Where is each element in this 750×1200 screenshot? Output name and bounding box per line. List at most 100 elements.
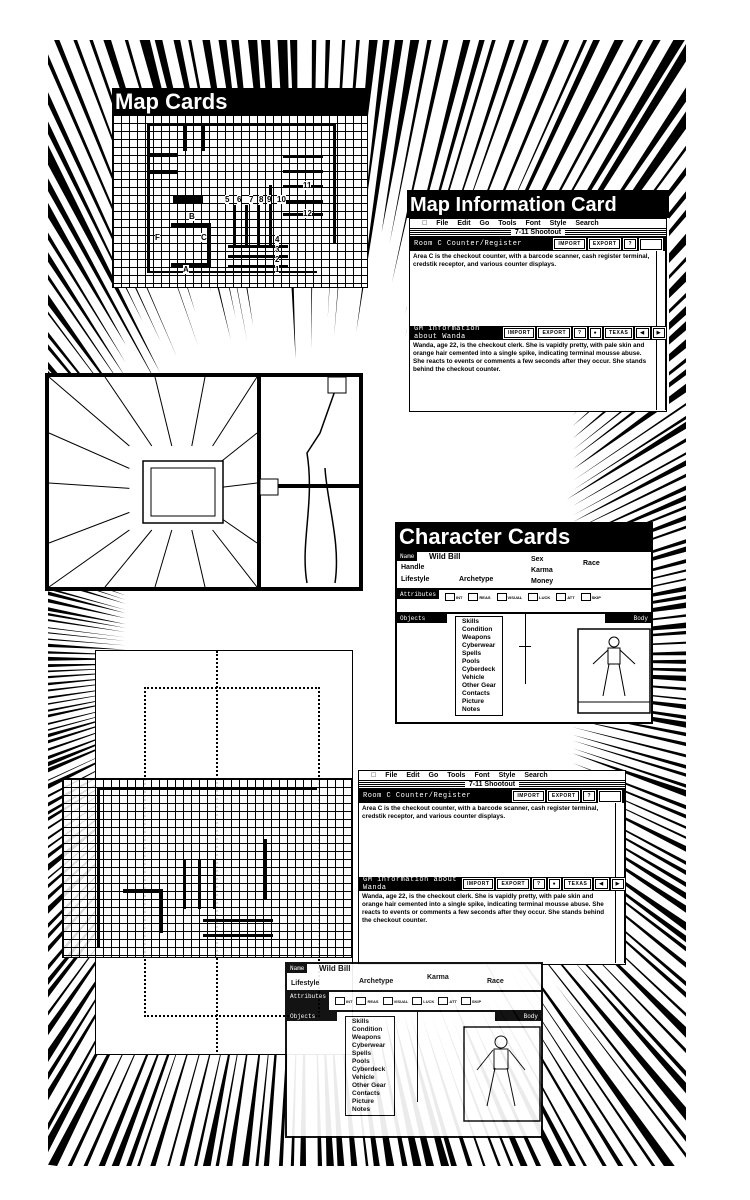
object-item[interactable]: Notes <box>462 706 481 713</box>
map-cards-panel: Map Cards A B C F 1 2 3 4 5 6 7 <box>112 88 368 288</box>
object-item[interactable]: Other Gear <box>352 1082 386 1089</box>
speed-line <box>572 485 686 540</box>
menu-go[interactable]: Go <box>474 220 490 227</box>
scrollbar[interactable] <box>615 803 624 877</box>
menu-style[interactable]: Style <box>493 772 516 779</box>
menu-search[interactable]: Search <box>570 220 598 227</box>
help-button[interactable]: ? <box>573 327 587 339</box>
body-diagram[interactable] <box>577 628 651 714</box>
object-item[interactable]: Cyberdeck <box>462 666 496 673</box>
object-item[interactable]: Condition <box>352 1026 383 1033</box>
menu-font[interactable]: Font <box>469 772 489 779</box>
object-item[interactable]: Spells <box>352 1050 372 1057</box>
object-item[interactable]: Vehicle <box>352 1074 375 1081</box>
speaker-icon[interactable]: ● <box>547 878 562 890</box>
attribute-checkbox[interactable]: REAS <box>356 992 379 1010</box>
gm-info-field[interactable]: Wanda, age 22, is the checkout clerk. Sh… <box>410 340 666 410</box>
object-item[interactable]: Other Gear <box>462 682 496 689</box>
menu-go[interactable]: Go <box>423 772 439 779</box>
body-diagram[interactable] <box>463 1026 541 1122</box>
attribute-checkbox[interactable]: VISUAL <box>382 992 408 1010</box>
overlay-floor-plan-map[interactable] <box>62 778 352 958</box>
object-item[interactable]: Cyberdeck <box>352 1066 386 1073</box>
name-value[interactable]: Wild Bill <box>319 964 351 973</box>
export-button[interactable]: EXPORT <box>496 878 531 890</box>
export-button[interactable]: EXPORT <box>587 238 622 250</box>
object-item[interactable]: Pools <box>462 658 480 665</box>
window-title-bar[interactable]: 7-11 Shootout <box>359 780 625 789</box>
menu-search[interactable]: Search <box>519 772 547 779</box>
attribute-checkbox[interactable]: SKIP <box>460 992 481 1010</box>
gm-info-field[interactable]: Wanda, age 22, is the checkout clerk. Sh… <box>359 891 625 963</box>
object-item[interactable]: Cyberwear <box>462 642 496 649</box>
prev-card-button[interactable]: ◀ <box>635 327 650 339</box>
attribute-checkbox[interactable]: ATT <box>438 992 457 1010</box>
speed-line <box>362 40 390 229</box>
object-item[interactable]: Picture <box>352 1098 375 1105</box>
menu-font[interactable]: Font <box>520 220 540 227</box>
apple-menu-icon[interactable]:  <box>422 220 427 227</box>
object-item[interactable]: Vehicle <box>462 674 485 681</box>
attribute-checkbox[interactable]: INT <box>445 593 462 601</box>
object-item[interactable]: Weapons <box>352 1034 381 1041</box>
room-description-field[interactable]: Area C is the checkout counter, with a b… <box>410 251 666 326</box>
menu-tools[interactable]: Tools <box>442 772 465 779</box>
texas-button[interactable]: TEXAS <box>563 878 593 890</box>
attribute-checkbox[interactable]: SKIP <box>580 593 601 601</box>
menu-file[interactable]: File <box>431 220 448 227</box>
archetype-label: Archetype <box>459 576 494 583</box>
dice-icon[interactable] <box>598 789 622 803</box>
speed-line <box>572 846 686 931</box>
attribute-checkbox[interactable]: LUCK <box>412 992 434 1010</box>
menu-style[interactable]: Style <box>544 220 567 227</box>
help-button[interactable]: ? <box>582 790 596 802</box>
object-item[interactable]: Contacts <box>462 690 490 697</box>
export-button[interactable]: EXPORT <box>546 790 581 802</box>
object-item[interactable]: Contacts <box>352 1090 380 1097</box>
object-item[interactable]: Spells <box>462 650 482 657</box>
next-card-button[interactable]: ▶ <box>610 878 626 890</box>
slider-track[interactable] <box>525 614 526 684</box>
next-card-button[interactable]: ▶ <box>651 327 667 339</box>
slider-handle[interactable] <box>519 646 531 647</box>
attribute-checkbox[interactable]: LUCK <box>528 593 550 601</box>
import-button[interactable]: IMPORT <box>502 327 536 339</box>
window-title-bar[interactable]: 7-11 Shootout <box>410 228 666 237</box>
menu-bar:  File Edit Go Tools Font Style Search <box>410 219 666 228</box>
menu-edit[interactable]: Edit <box>452 220 470 227</box>
menu-edit[interactable]: Edit <box>401 772 419 779</box>
help-button[interactable]: ? <box>623 238 637 250</box>
attribute-checkbox[interactable]: INT <box>335 992 352 1010</box>
speed-line <box>48 643 126 650</box>
object-item[interactable]: Condition <box>462 626 493 633</box>
object-item[interactable]: Cyberwear <box>352 1042 386 1049</box>
object-item[interactable]: Weapons <box>462 634 491 641</box>
object-item[interactable]: Pools <box>352 1058 370 1065</box>
attribute-checkbox[interactable]: VISUAL <box>496 593 522 601</box>
object-item[interactable]: Notes <box>352 1106 371 1113</box>
object-item[interactable]: Skills <box>462 618 479 625</box>
import-button[interactable]: IMPORT <box>461 878 495 890</box>
apple-menu-icon[interactable]:  <box>371 772 376 779</box>
attribute-checkbox[interactable]: REAS <box>468 593 491 601</box>
dice-icon[interactable] <box>639 237 663 251</box>
room-description-field[interactable]: Area C is the checkout counter, with a b… <box>359 803 625 877</box>
export-button[interactable]: EXPORT <box>537 327 572 339</box>
import-button[interactable]: IMPORT <box>512 790 545 802</box>
slider-track[interactable] <box>417 1012 418 1102</box>
import-button[interactable]: IMPORT <box>553 238 586 250</box>
help-button[interactable]: ? <box>532 878 546 890</box>
speaker-icon[interactable]: ● <box>588 327 603 339</box>
scrollbar[interactable] <box>615 891 624 963</box>
attribute-checkbox[interactable]: ATT <box>556 593 575 601</box>
scrollbar[interactable] <box>656 340 665 410</box>
name-value[interactable]: Wild Bill <box>429 552 461 561</box>
prev-card-button[interactable]: ◀ <box>594 878 609 890</box>
texas-button[interactable]: TEXAS <box>604 327 634 339</box>
menu-tools[interactable]: Tools <box>493 220 516 227</box>
menu-file[interactable]: File <box>380 772 397 779</box>
floor-plan-map[interactable]: A B C F 1 2 3 4 5 6 7 8 9 10 11 12 <box>112 114 368 288</box>
object-item[interactable]: Skills <box>352 1018 369 1025</box>
scrollbar[interactable] <box>656 251 665 326</box>
object-item[interactable]: Picture <box>462 698 485 705</box>
